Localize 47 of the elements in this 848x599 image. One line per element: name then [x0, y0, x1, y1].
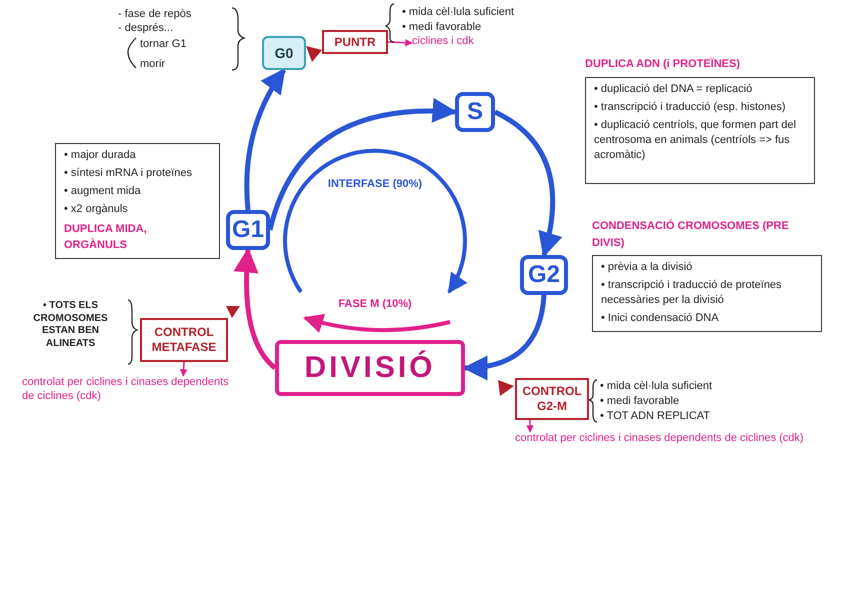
note-heading: CONDENSACIÓ CROMOSOMES (PRE DIVIS) [592, 218, 790, 250]
phase-label: S [466, 97, 483, 127]
note-heading: DUPLICA MIDA, ORGÀNULS [64, 222, 148, 253]
note-item: • major durada [64, 148, 137, 163]
note-item: • augment mida [64, 184, 142, 200]
arrow [494, 110, 562, 258]
arrow [462, 294, 546, 380]
note-text: controlat per ciclines i cinases dependents de ciclines (cdk) [22, 376, 230, 404]
arrow [268, 98, 458, 231]
note-item: • duplicació del DNA = replicació [594, 82, 754, 96]
note-text: INTERFASE (90%) [326, 177, 424, 192]
note-text: - fase de repòs [118, 7, 192, 22]
phase-label: G1 [232, 215, 264, 245]
checkpoint-box [140, 318, 228, 362]
arrow [526, 420, 534, 433]
checkpoint-label: CONTROL G2-M [521, 384, 583, 414]
note-text: FASE M (10%) [337, 297, 413, 312]
phase-label: DIVISIÓ [304, 350, 436, 386]
phase-label: G2 [528, 260, 560, 290]
note-text: • TOT ADN REPLICAT [600, 409, 712, 424]
note-item: • síntesi mRNA i proteïnes [64, 166, 193, 182]
note-text: • mida cèl·lula suficient [600, 379, 714, 394]
note-item: • transcripció i traducció de proteïnes necessàries per la divisió [601, 278, 783, 308]
note-item: • Inici condensació DNA [601, 311, 720, 326]
checkpoint-box [322, 30, 388, 54]
note-text: tornar G1 [140, 37, 188, 52]
note-text: - després... [118, 21, 174, 36]
note-item: • duplicació centríols, que formen part del centrosoma en animals (centríols => fus acromàtic) [594, 118, 797, 163]
note-text: • medi favorable [402, 20, 482, 35]
arrow [244, 68, 286, 210]
note-item: • transcripció i traducció (esp. histones) [594, 100, 787, 115]
note-heading: DUPLICA ADN (i PROTEÏNES) [585, 56, 742, 72]
note-text: morir [140, 57, 166, 72]
note-text: • TOTS ELS CROMOSOMES ESTAN BEN ALINEATS [32, 300, 109, 350]
arrow [180, 362, 188, 377]
note-item: • x2 orgànuls [64, 202, 129, 218]
arrow [388, 38, 413, 46]
note-text: • mida cèl·lula suficient [402, 5, 516, 20]
note-text: • medi favorable [600, 394, 680, 409]
checkpoint-box [515, 378, 589, 420]
note-item: • prèvia a la divisió [601, 260, 694, 275]
arrow [234, 248, 277, 370]
checkpoint-label: CONTROL METAFASE [150, 325, 218, 355]
note-text: controlat per ciclines i cinases dependents de ciclines (cdk) [515, 432, 805, 446]
phase-label: G0 [274, 44, 294, 63]
note-text: ciclines i cdk [412, 35, 475, 49]
checkpoint-label: PUNTR [334, 34, 376, 50]
